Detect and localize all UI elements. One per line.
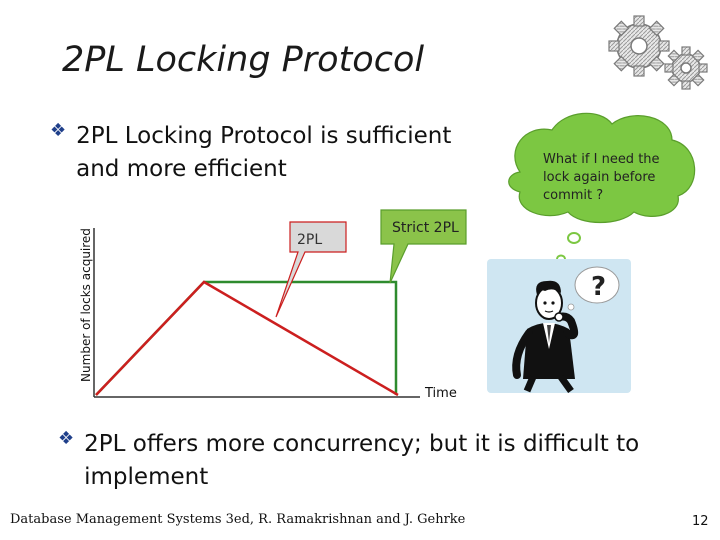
strict-2pl-line	[95, 280, 398, 396]
slide-footer: Database Management Systems 3ed, R. Rama…	[10, 512, 466, 527]
x-axis-label: Time	[425, 386, 457, 401]
bullet-1-text: 2PL Locking Protocol is sufficient and m…	[76, 123, 452, 183]
thinking-person-icon: ?	[487, 259, 631, 393]
thought-bubble-text: What if I need the lock again before com…	[543, 152, 660, 203]
bullet-2: ❖ 2PL offers more concurrency; but it is…	[58, 428, 658, 495]
page-number: 12	[692, 514, 709, 529]
diamond-bullet-icon: ❖	[58, 428, 75, 449]
question-mark: ?	[591, 272, 606, 302]
2pl-callout-label: 2PL	[297, 232, 323, 248]
diamond-bullet-icon: ❖	[50, 120, 67, 141]
slide-title: 2PL Locking Protocol	[62, 40, 425, 80]
bullet-2-text: 2PL offers more concurrency; but it is d…	[84, 431, 640, 491]
y-axis-label: Number of locks acquired	[79, 228, 93, 382]
bullet-1: ❖ 2PL Locking Protocol is sufficient and…	[50, 120, 500, 187]
gears-icon	[608, 15, 708, 90]
2pl-line	[95, 280, 399, 397]
strict-2pl-callout-label: Strict 2PL	[392, 220, 459, 236]
2pl-callout	[275, 221, 347, 318]
strict-2pl-callout	[380, 209, 467, 284]
